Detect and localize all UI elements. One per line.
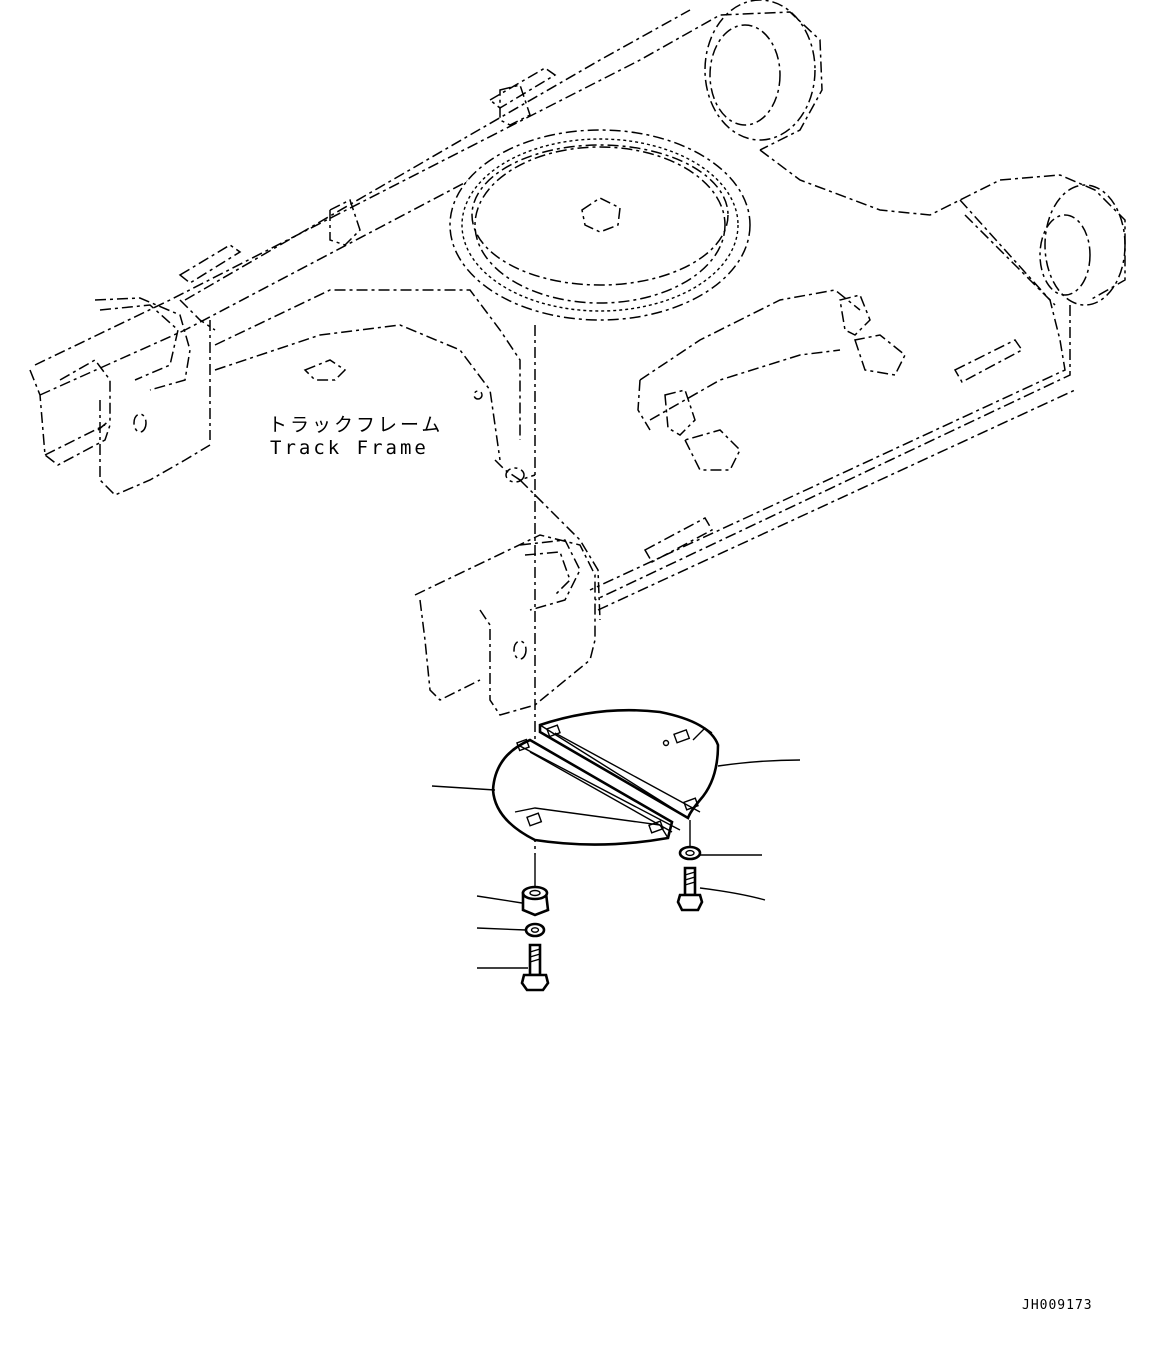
bolt-left xyxy=(520,943,550,992)
track-frame-outline xyxy=(29,0,1126,716)
track-frame-label-ja: トラックフレーム xyxy=(268,414,444,436)
under-cover-right-plate xyxy=(538,708,720,820)
track-frame-label-en: Track Frame xyxy=(270,437,429,459)
washer-right xyxy=(678,845,702,861)
callout-leader-lines xyxy=(431,759,801,969)
swing-circle-mount xyxy=(449,129,751,321)
bolt-right xyxy=(676,866,704,912)
nut-left xyxy=(521,885,550,917)
under-cover-left-plate xyxy=(491,738,681,846)
drawing-number: JH009173 xyxy=(1022,1298,1093,1313)
washer-left xyxy=(524,922,546,938)
